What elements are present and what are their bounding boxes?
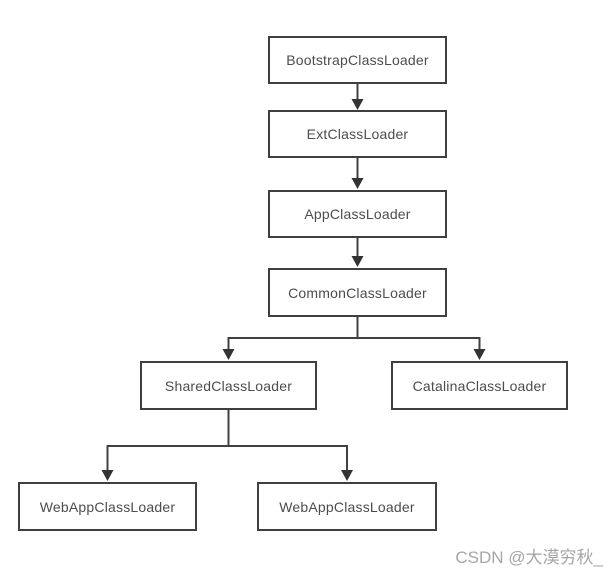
- node-bootstrap-classloader: BootstrapClassLoader: [268, 36, 447, 84]
- node-shared-classloader: SharedClassLoader: [140, 361, 317, 410]
- node-webapp-classloader-left: WebAppClassLoader: [18, 482, 197, 531]
- node-label: AppClassLoader: [304, 206, 411, 222]
- node-label: CatalinaClassLoader: [412, 377, 547, 394]
- node-label: CommonClassLoader: [288, 284, 427, 301]
- edge-bootstrap-to-ext: [351, 84, 364, 110]
- edge-common-to-shared-and-catalina: [222, 317, 486, 360]
- edge-shared-to-webapps: [101, 410, 353, 481]
- csdn-watermark: CSDN @大漠穷秋_: [455, 548, 603, 567]
- node-label: BootstrapClassLoader: [286, 52, 429, 68]
- node-label: SharedClassLoader: [164, 377, 293, 394]
- node-label: WebAppClassLoader: [279, 498, 415, 515]
- edge-ext-to-app: [351, 158, 364, 189]
- node-catalina-classloader: CatalinaClassLoader: [391, 361, 568, 410]
- edge-app-to-common: [351, 238, 364, 267]
- node-label: ExtClassLoader: [306, 126, 409, 142]
- node-common-classloader: CommonClassLoader: [268, 268, 447, 317]
- node-app-classloader: AppClassLoader: [268, 190, 447, 238]
- node-webapp-classloader-right: WebAppClassLoader: [257, 482, 437, 531]
- node-label: WebAppClassLoader: [39, 498, 176, 515]
- node-ext-classloader: ExtClassLoader: [268, 110, 447, 158]
